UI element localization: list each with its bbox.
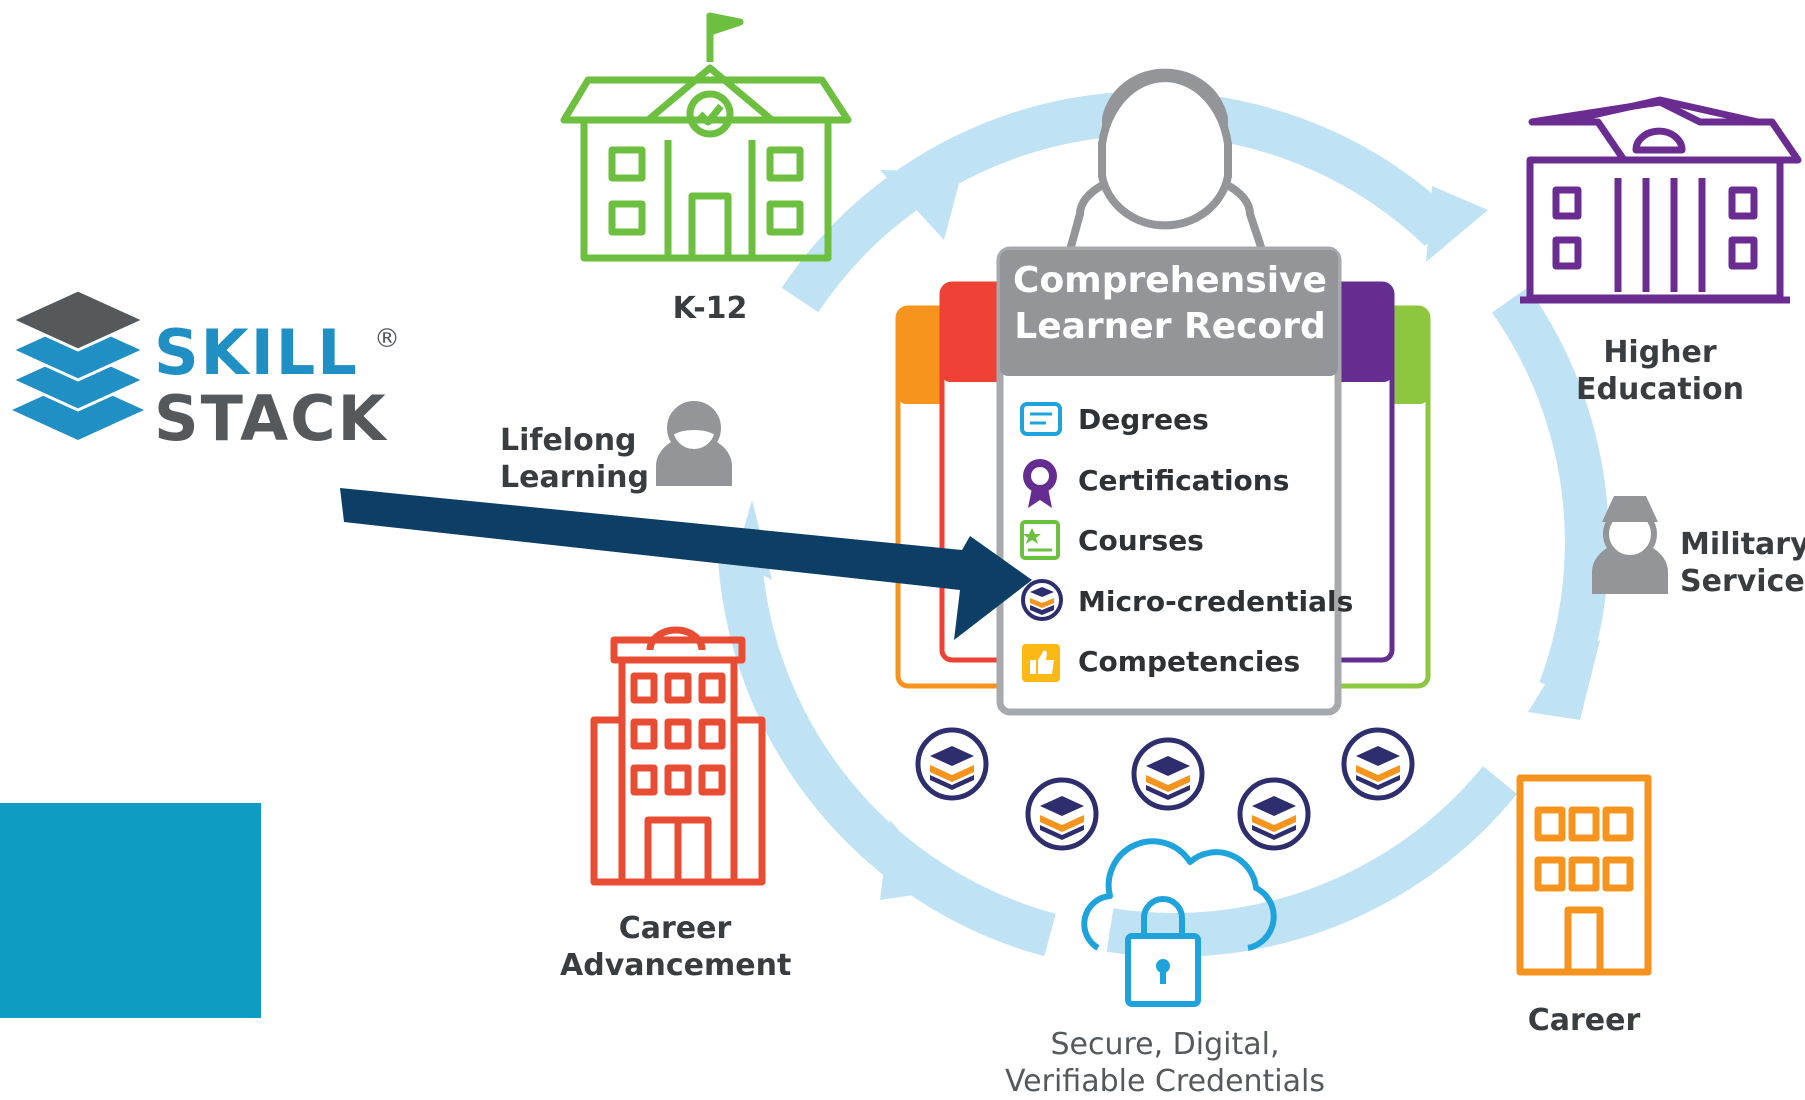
- label-career: Career: [1527, 1003, 1641, 1038]
- pointer-arrow: [340, 488, 1032, 640]
- university-icon: [1520, 96, 1802, 304]
- label-higher-education-line1: Higher: [1603, 335, 1717, 370]
- skill-stack-logo-mark: [8, 288, 148, 440]
- logo-word-skill: SKILL: [154, 316, 359, 389]
- card-title-line1: Comprehensive: [1013, 260, 1327, 301]
- diploma-icon: [1020, 402, 1062, 436]
- learner-record-card: [996, 246, 1342, 716]
- label-lifelong-line2: Learning: [500, 460, 649, 495]
- accent-box: [0, 803, 261, 1018]
- label-lifelong-line1: Lifelong: [500, 423, 637, 458]
- skyscraper-icon: [590, 626, 766, 886]
- label-military-service: Military Service: [1680, 526, 1805, 600]
- central-learner-icon: [1066, 68, 1266, 252]
- logo-word-stack: STACK: [154, 382, 388, 455]
- school-icon: [560, 12, 852, 262]
- label-k12: K-12: [672, 291, 748, 326]
- thumbs-up-icon: [1022, 644, 1060, 682]
- certificate-icon: [1020, 520, 1060, 560]
- registered-mark: ®: [374, 324, 400, 354]
- skill-stack-badge-icon: [1021, 579, 1063, 621]
- record-item-certifications: Certifications: [1020, 455, 1289, 505]
- label-higher-education-line2: Education: [1576, 372, 1744, 407]
- label-career-advancement-line1: Career: [618, 911, 732, 946]
- micro-credential-badge: [1131, 737, 1205, 811]
- office-building-icon: [1516, 774, 1652, 976]
- record-item-label: Competencies: [1078, 644, 1301, 678]
- label-credentials: Secure, Digital, Verifiable Credentials: [980, 1026, 1350, 1100]
- micro-credential-badges: [915, 727, 1415, 851]
- micro-credential-badge: [1341, 727, 1415, 801]
- label-military-line1: Military: [1680, 527, 1805, 562]
- micro-credential-badge: [1237, 777, 1311, 851]
- label-military-line2: Service: [1680, 564, 1805, 599]
- record-item-label: Courses: [1078, 523, 1204, 557]
- record-item-label: Degrees: [1078, 402, 1209, 436]
- record-item-label: Micro-credentials: [1078, 584, 1354, 618]
- card-title: Comprehensive Learner Record: [1000, 258, 1340, 350]
- record-item-degrees: Degrees: [1020, 394, 1209, 444]
- record-item-competencies: Competencies: [1020, 636, 1300, 686]
- card-title-line2: Learner Record: [1014, 306, 1326, 347]
- soldier-icon: [1592, 496, 1668, 594]
- label-lifelong-learning: Lifelong Learning: [500, 422, 650, 496]
- micro-credential-badge: [1025, 777, 1099, 851]
- label-higher-education: Higher Education: [1560, 334, 1760, 408]
- cloud-lock-icon: [1081, 838, 1277, 1007]
- label-credentials-line1: Secure, Digital,: [1050, 1027, 1280, 1062]
- record-item-label: Certifications: [1078, 463, 1290, 497]
- label-career-advancement-line2: Advancement: [560, 948, 792, 983]
- label-career-advancement: Career Advancement: [560, 910, 792, 984]
- ribbon-icon: [1023, 459, 1057, 508]
- record-item-courses: Courses: [1020, 515, 1204, 565]
- label-credentials-line2: Verifiable Credentials: [1004, 1064, 1325, 1099]
- micro-credential-badge: [915, 727, 989, 801]
- learner-icon: [656, 401, 732, 486]
- record-item-micro-credentials: Micro-credentials: [1020, 576, 1353, 626]
